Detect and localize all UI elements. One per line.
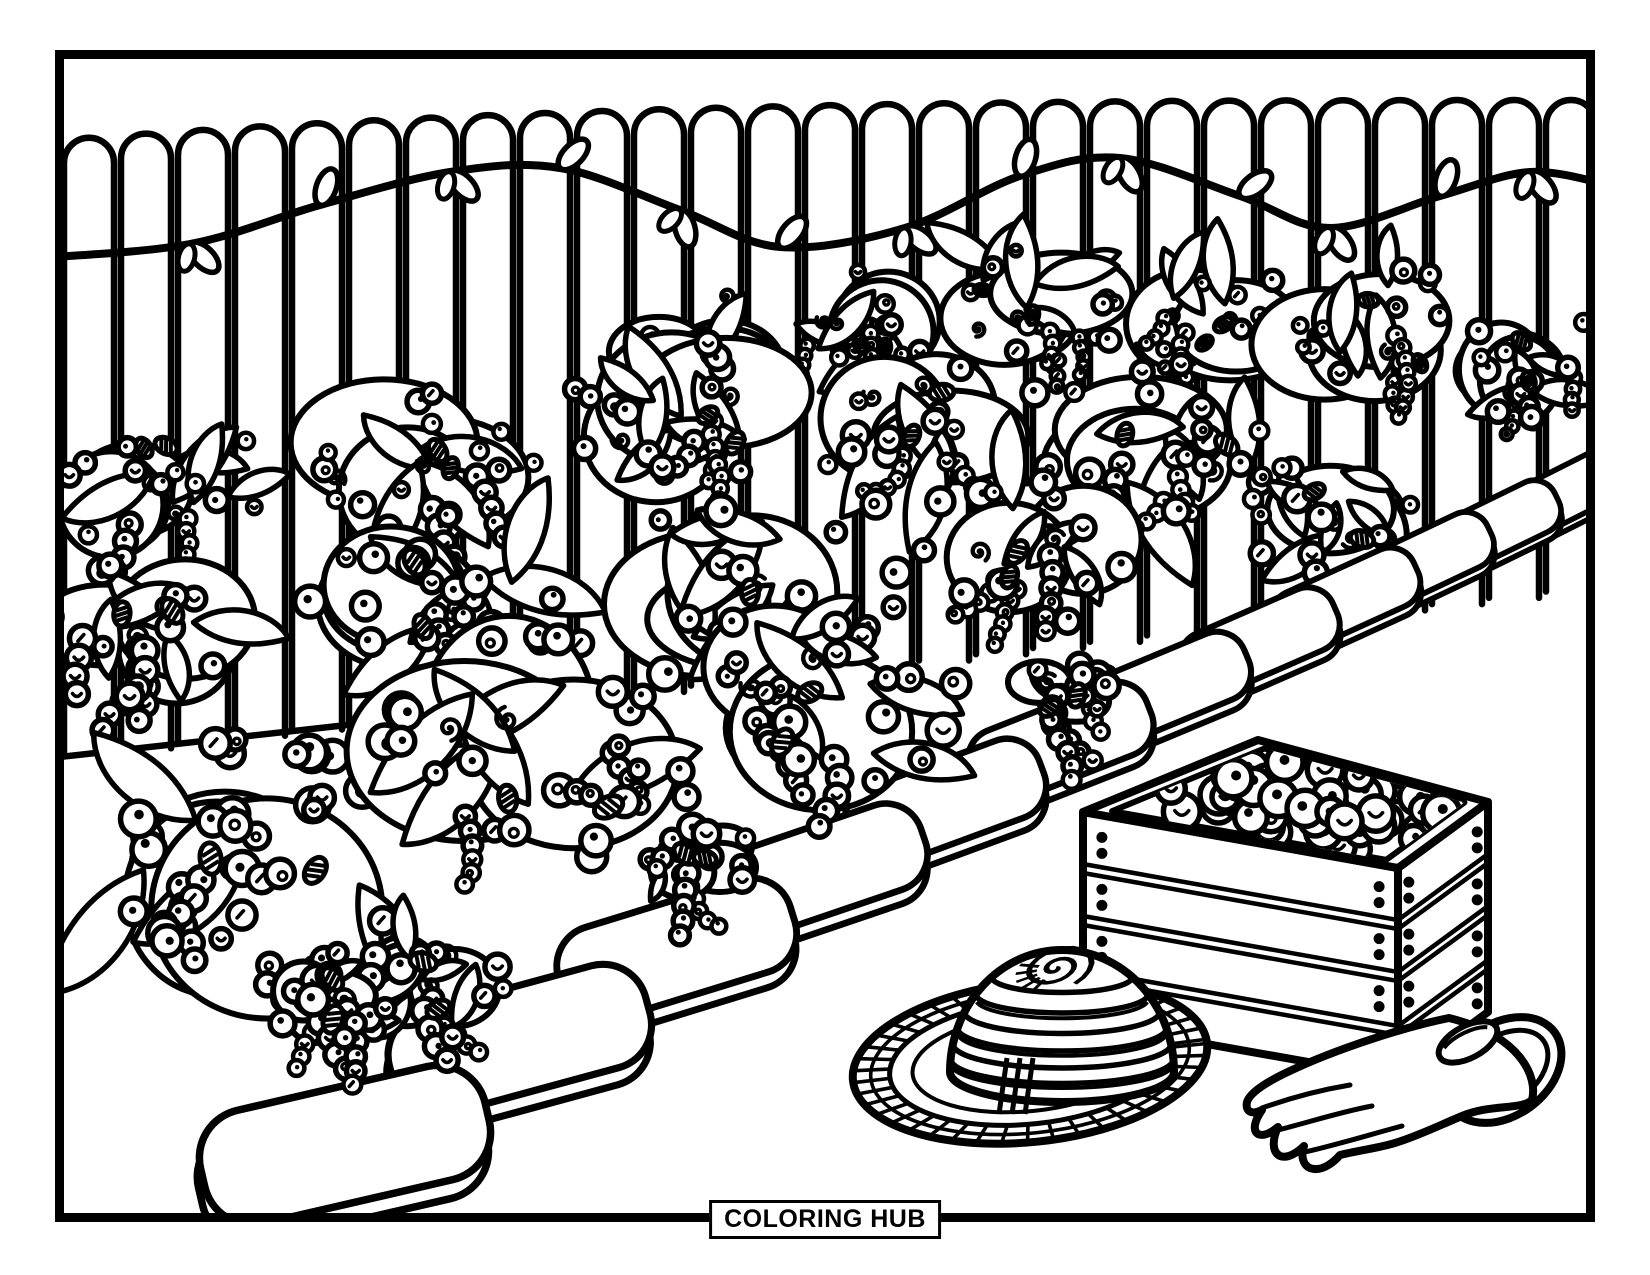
garden-glove [1242,1013,1566,1174]
berry-bush [343,612,703,895]
vine-leaf [892,225,914,259]
watermark-label: COLORING HUB [709,1200,941,1239]
vine-leaf [434,169,458,202]
berry-bush [1452,311,1587,443]
berry-bush [267,958,402,1096]
hat-spiral [1015,945,1095,993]
vine-leaf [175,241,198,274]
vine-leaf [555,136,592,173]
berry-bush [1033,358,1274,589]
glove-cuff [1435,1018,1501,1066]
berry-bush [910,407,1145,655]
berry-bush [287,376,544,571]
scene-content [63,96,1587,1214]
vine-leaf [775,213,810,252]
vine-leaf [1432,157,1461,200]
stepping-stone-path [193,448,1587,1214]
berry-bushes [63,211,1587,744]
berry-bush [1004,650,1122,792]
vine-garland [63,136,1587,276]
berry-bush [924,211,1136,395]
berry-bush [637,811,760,948]
berry-bush [63,551,292,744]
berry-bush [1248,222,1453,426]
watermark-text: COLORING HUB [724,1205,926,1233]
vine-leaf [312,166,341,209]
hat-crown [946,945,1178,1115]
berry-bush [600,492,914,705]
berry-bush [355,892,514,1075]
vine-leaf [1513,169,1537,201]
berry-bush [700,593,978,840]
vine-leaf [1312,225,1336,257]
straw-hat [848,945,1212,1148]
vine-leaf [656,206,685,234]
vine-leaf [1236,168,1275,202]
vine-leaf [1100,154,1126,186]
vine-leaf [1011,136,1040,179]
berry-bushes-front [63,593,1122,1096]
berry-bush [561,323,815,525]
stepping-stone [193,1061,495,1214]
